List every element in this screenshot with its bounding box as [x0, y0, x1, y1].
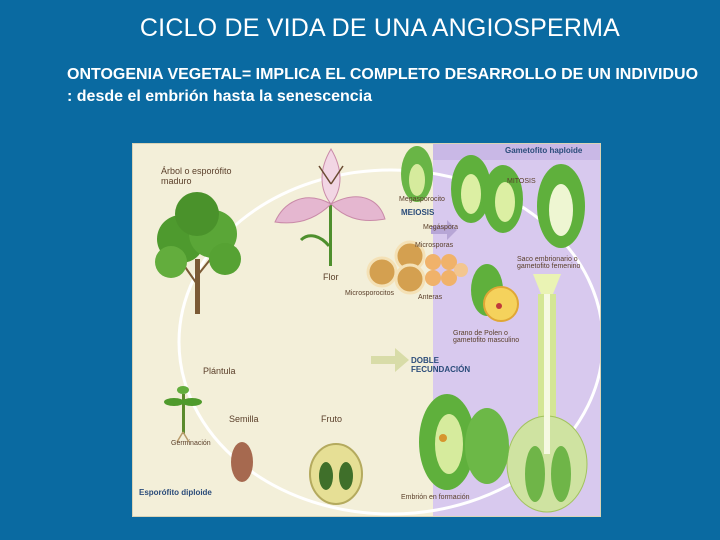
label-saco-embrionario: Saco embrionario o gametofito femenino: [517, 256, 597, 270]
fertilization-arrow: [371, 348, 409, 372]
label-gametofito-haploide: Gametofito haploide: [505, 146, 582, 155]
label-doble-fecundacion: DOBLE FECUNDACIÓN: [411, 356, 491, 374]
label-esporofito-diploide: Esporófito diploide: [139, 488, 212, 497]
label-mitosis: MITOSIS: [507, 178, 536, 185]
label-microsporocitos: Microsporocitos: [345, 290, 394, 297]
label-plantula: Plántula: [203, 366, 236, 376]
label-semilla: Semilla: [229, 414, 259, 424]
label-megasporocito: Megasporocito: [399, 196, 445, 203]
label-grano-polen: Grano de Polen o gametofito masculino: [453, 330, 533, 344]
seed-illustration: [231, 442, 253, 482]
label-megaspora: Megáspora: [423, 224, 458, 231]
label-embrion: Embrión en formación: [401, 494, 469, 501]
tree-illustration: [155, 192, 241, 314]
fruit-illustration: [310, 444, 362, 504]
life-cycle-diagram: Árbol o esporófito maduro Flor Megasporo…: [132, 143, 601, 517]
slide-subtitle: ONTOGENIA VEGETAL= IMPLICA EL COMPLETO D…: [67, 64, 707, 108]
label-meiosis: MEIOSIS: [401, 208, 434, 217]
label-microsporas: Microsporas: [415, 242, 453, 249]
label-fruto: Fruto: [321, 414, 342, 424]
seedling-illustration: [164, 386, 202, 442]
label-arbol: Árbol o esporófito maduro: [161, 166, 249, 186]
flower-illustration: [275, 149, 385, 266]
label-germinacion: Germinación: [171, 440, 211, 447]
slide-title: CICLO DE VIDA DE UNA ANGIOSPERMA: [0, 14, 720, 43]
label-anteras: Anteras: [418, 294, 442, 301]
microsporocytes-illustration: [368, 242, 424, 293]
label-flor: Flor: [323, 272, 339, 282]
